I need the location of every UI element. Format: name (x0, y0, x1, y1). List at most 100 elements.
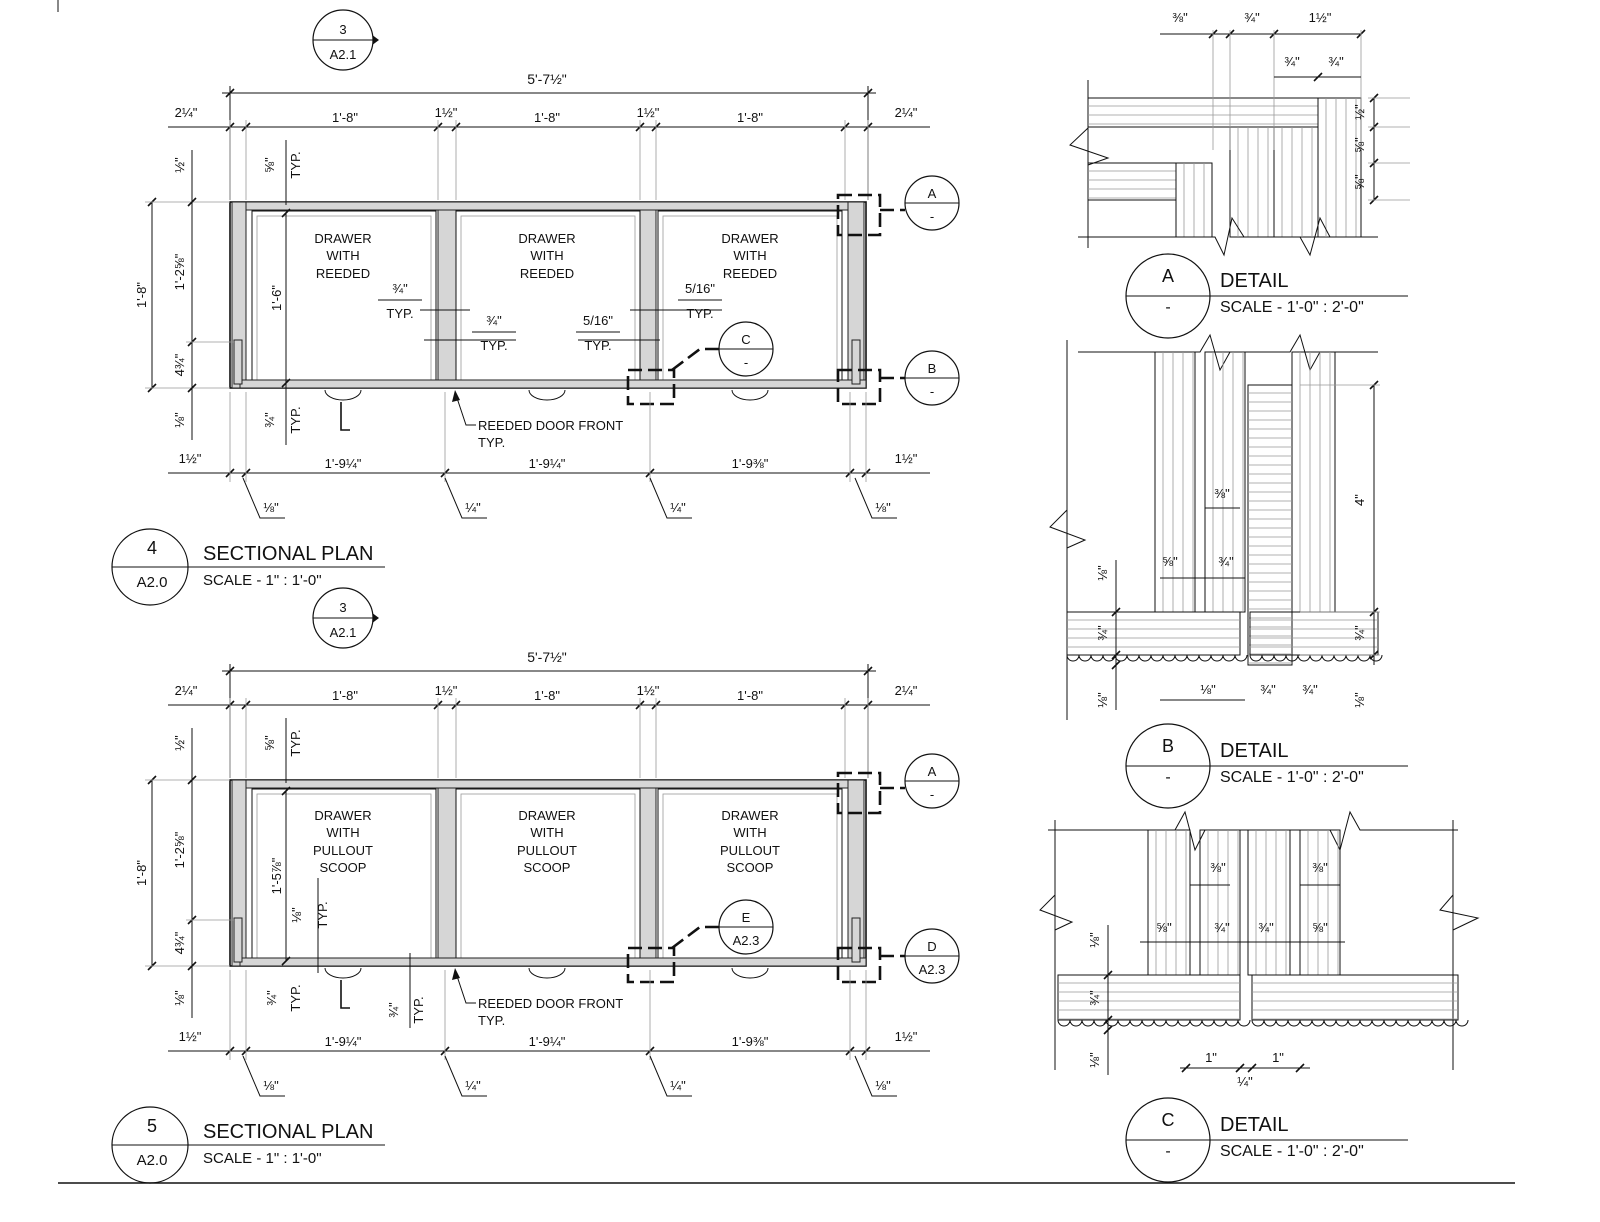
dimension-label: ⅝" (1162, 554, 1178, 569)
detail-tag: A (1162, 266, 1174, 286)
detail-callout-sheet: - (930, 209, 934, 224)
drawer-label: WITH (530, 248, 563, 263)
typical-note: TYP. (288, 984, 303, 1011)
detail-callout-tag: C (741, 332, 750, 347)
dimension-label: 1" (1272, 1050, 1284, 1065)
dimension-tick (281, 208, 291, 218)
dimension-label: ⅜" (1172, 10, 1188, 25)
cabinet-section: DRAWERWITHREEDEDDRAWERWITHREEDEDDRAWERWI… (229, 201, 867, 401)
plan-number: 4 (147, 538, 157, 558)
bottom-dimensions: 1½"1'-9¼"1'-9¼"1'-9⅜"1½"⅛"¼"¼"⅛" (168, 970, 930, 1097)
typical-note: TYP. (386, 306, 413, 321)
dimension-tick (281, 786, 291, 796)
leader-line (455, 972, 476, 1004)
drawer-label: WITH (530, 825, 563, 840)
filler-strip (233, 917, 243, 963)
typical-note: TYP. (315, 901, 330, 928)
leader-line (444, 477, 487, 519)
dimension-label: 1'-5⅞" (269, 857, 284, 894)
dimension-label: 1'-8" (332, 688, 358, 703)
typical-note: TYP. (288, 406, 303, 433)
dimension-label: 1½" (179, 451, 202, 466)
dimension-label: 1½" (1309, 10, 1332, 25)
section-mark-icon (340, 980, 350, 1009)
detail-callout-tag: E (742, 910, 751, 925)
dimension-label: ¾" (1214, 920, 1230, 935)
drawer-pull-icon (731, 967, 769, 979)
dimension-label: 1'-8" (134, 860, 149, 886)
dimension-tick (1103, 970, 1113, 980)
material-hatch (1299, 352, 1331, 612)
dimension-label: 1" (1205, 1050, 1217, 1065)
dimension-label: 1'-9¼" (325, 1034, 362, 1049)
section-callout: 3A2.1 (312, 9, 379, 71)
material-hatch (1252, 982, 1458, 1020)
dimension-label: ⅛" (263, 500, 279, 515)
leader-arrow-icon (452, 968, 460, 980)
dimension-tick (1103, 1015, 1113, 1025)
dimension-label: 1½" (637, 683, 660, 698)
drawer-label: DRAWER (314, 231, 371, 246)
plan-scale: SCALE - 1" : 1'-0" (203, 572, 322, 589)
typical-note: ⅝" (262, 157, 277, 173)
dimension-label: 1½" (435, 683, 458, 698)
overall-width-dimension: 5'-7½" (222, 649, 876, 778)
material-hatch (1162, 352, 1194, 612)
dimension-label: 2¼" (895, 683, 918, 698)
detail-boundary (836, 368, 882, 406)
typical-note: TYP. (288, 151, 303, 178)
drawer-pull-icon (528, 389, 566, 401)
detail-callout-sheet: A2.3 (919, 962, 946, 977)
detail-sheet: - (1165, 1143, 1170, 1160)
top-panel (231, 779, 865, 789)
dimension-label: 1½" (895, 1029, 918, 1044)
sectional-plan-5: 3A2.15'-7½"2¼"1'-8"1½"1'-8"1½"1'-8"2¼"DR… (111, 587, 960, 1184)
drawer-label: DRAWER (314, 808, 371, 823)
drawer-label: WITH (326, 248, 359, 263)
partition (639, 209, 657, 385)
drawer-pull-icon (324, 389, 362, 401)
dimension-label: ¾" (1352, 625, 1367, 641)
typical-note: ¾" (486, 313, 502, 328)
break-line (1078, 333, 1378, 372)
leader-line (455, 394, 476, 426)
drawer-label: PULLOUT (517, 843, 577, 858)
dimension-label: ¼" (670, 500, 686, 515)
detail-sheet: - (1165, 769, 1170, 786)
dimension-tick (187, 383, 197, 393)
typical-note: TYP. (288, 729, 303, 756)
drawer-label: WITH (733, 825, 766, 840)
dimension-label: 1'-9⅜" (732, 1034, 769, 1049)
dimension-label: ⅛" (1087, 1052, 1102, 1068)
material-hatch (1281, 127, 1313, 237)
left-dimensions: 1'-8"½"1'-2⅝"4¾"⅛"1'-6"⅝"TYP.¾"TYP.¾"TYP… (134, 140, 722, 445)
detail-boundary (626, 946, 676, 984)
dimension-label: ⅜" (1312, 860, 1328, 875)
reeded-edge (1066, 654, 1248, 662)
dimension-label: 2¼" (175, 105, 198, 120)
leader-line (854, 1055, 897, 1097)
dimension-label: ¼" (465, 1078, 481, 1093)
sectional-plan-4: 3A2.15'-7½"2¼"1'-8"1½"1'-8"1½"1'-8"2¼"DR… (111, 9, 960, 606)
note-text: TYP. (478, 435, 505, 450)
dimension-label: 1'-8" (534, 110, 560, 125)
plan-number: 5 (147, 1116, 157, 1136)
dimension-label: 1'-8" (134, 282, 149, 308)
dimension-tick (1111, 660, 1121, 670)
drawer-label: SCOOP (727, 860, 774, 875)
detail-scale: SCALE - 1'-0" : 2'-0" (1220, 769, 1364, 786)
detail-title: DETAIL (1220, 270, 1289, 292)
detail-callouts: A-B-C- (626, 175, 960, 406)
dimension-label: ⅛" (1095, 565, 1110, 581)
plan-sheet: A2.0 (137, 1152, 168, 1169)
material-hatch (1255, 830, 1287, 975)
plan-title: SECTIONAL PLAN (203, 543, 373, 565)
dimension-label: ⅛" (1095, 692, 1110, 708)
material-hatch (1088, 170, 1176, 199)
section-callout-sheet: A2.1 (330, 625, 357, 640)
filler-strip (233, 339, 243, 385)
section-callout-number: 3 (339, 22, 346, 37)
